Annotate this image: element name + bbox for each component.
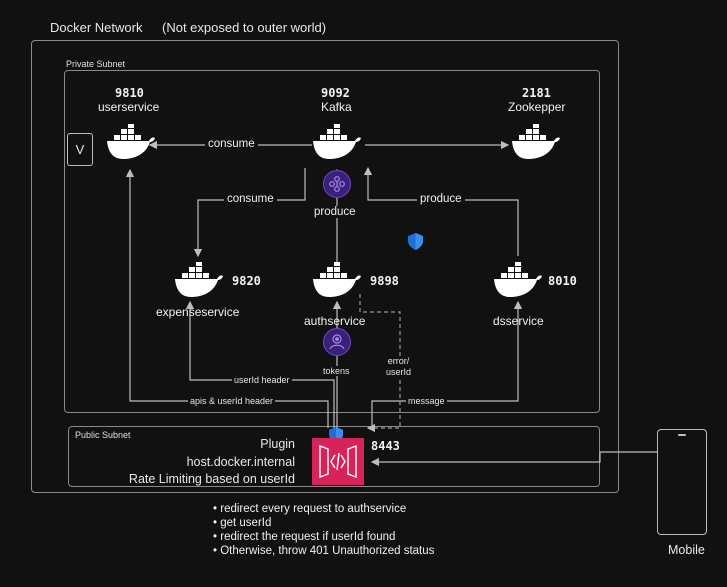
docker-network-title: Docker Network [50, 20, 143, 35]
private-subnet-box [64, 70, 600, 413]
gateway-notes: • redirect every request to authservice … [213, 502, 434, 558]
userservice-name: userservice [98, 100, 160, 114]
edge-label-produce-right: produce [417, 193, 465, 205]
phone-speaker [678, 434, 686, 436]
kafka-name: Kafka [321, 100, 352, 114]
authservice-name: authservice [304, 314, 366, 328]
public-subnet-label: Public Subnet [75, 430, 131, 440]
edge-mobile-gateway [370, 451, 657, 467]
gateway-port: 8443 [371, 439, 400, 453]
kafka-port: 9092 [321, 86, 350, 100]
edge-label-consume-left: consume [224, 193, 277, 205]
authservice-port: 9898 [370, 274, 399, 288]
edge-label-consume-top: consume [205, 138, 258, 150]
kafka-docker-icon [313, 124, 361, 159]
dsservice-name: dsservice [493, 314, 544, 328]
note-item: • redirect every request to authservice [213, 503, 407, 515]
plugin-host: host.docker.internal [186, 455, 295, 469]
userservice-docker-icon [107, 124, 155, 159]
plugin-rate-limit: Rate Limiting based on userId [128, 472, 295, 486]
zookeeper-name: Zookepper [508, 100, 566, 114]
docker-network-note: (Not exposed to outer world) [162, 20, 327, 35]
plugin-label: Plugin [260, 437, 295, 451]
edge-label-userid: userId [386, 367, 412, 377]
mobile-phone-icon [657, 429, 707, 535]
expenseservice-name: expenseservice [156, 305, 240, 319]
edge-label-error: error/ [387, 356, 410, 366]
edge-label-apis-header: apis & userId header [188, 396, 276, 406]
note-item: • redirect the request if userId found [213, 531, 396, 543]
v-box-label: V [75, 142, 85, 157]
private-subnet-label: Private Subnet [66, 59, 126, 69]
expenseservice-port: 9820 [232, 274, 261, 288]
edge-label-userid-header: userId header [232, 375, 292, 385]
edge-label-error-userid: error/ userId [384, 356, 414, 378]
zookeeper-port: 2181 [522, 86, 551, 100]
dsservice-port: 8010 [548, 274, 577, 288]
edge-consume-left [193, 168, 306, 258]
note-item: • Otherwise, throw 401 Unauthorized stat… [213, 545, 435, 557]
note-item: • get userId [213, 517, 272, 529]
dsservice-docker-icon [494, 262, 542, 297]
edge-apis-header [125, 168, 329, 428]
mobile-label: Mobile [668, 543, 705, 557]
authservice-docker-icon [313, 262, 361, 297]
auth-token-icon [323, 328, 351, 356]
expenseservice-docker-icon [175, 262, 223, 297]
kafka-icon [323, 170, 351, 198]
v-box: V [67, 133, 93, 166]
edge-error-userid [359, 294, 401, 433]
edge-label-message: message [406, 396, 447, 406]
edge-label-tokens: tokens [321, 366, 352, 376]
zookeeper-docker-icon [512, 124, 560, 159]
userservice-port: 9810 [115, 86, 144, 100]
docker-network-box [31, 40, 619, 493]
api-gateway-icon [312, 438, 364, 485]
edge-produce-right [363, 166, 519, 256]
edge-label-produce-mid: produce [311, 206, 359, 218]
shield-icon [408, 233, 423, 250]
